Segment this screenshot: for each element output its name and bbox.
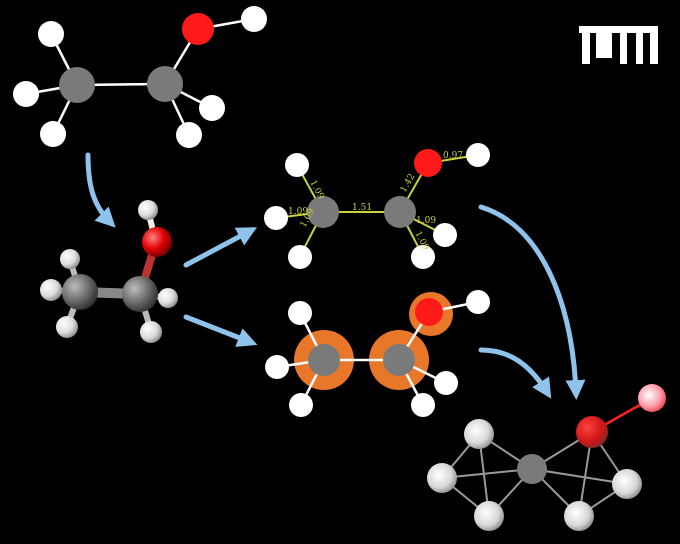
hydrogen-atom bbox=[411, 393, 435, 417]
hydrogen-atom bbox=[289, 393, 313, 417]
oxygen-atom bbox=[576, 416, 608, 448]
molecule-graph bbox=[427, 384, 666, 531]
bond-length-label: 1.51 bbox=[352, 203, 372, 213]
bond-length-labels: 1.09 1.09 1.09 1.51 1.42 0.97 1.09 1.09 bbox=[288, 151, 463, 252]
bond-length-label: 0.97 bbox=[443, 151, 463, 161]
carbon-atom bbox=[147, 66, 183, 102]
hydrogen-atom bbox=[56, 316, 78, 338]
hydrogen-atom bbox=[466, 143, 490, 167]
oxygen-atom bbox=[142, 227, 172, 257]
carbon-atom bbox=[383, 344, 415, 376]
hydrogen-atom bbox=[241, 6, 267, 32]
arrow-to-charges bbox=[183, 314, 258, 347]
carbon-atom bbox=[59, 67, 95, 103]
tum-logo-shape bbox=[579, 26, 658, 64]
hydrogen-atom bbox=[427, 463, 457, 493]
hydrogen-atom bbox=[60, 249, 80, 269]
hydrogen-atom bbox=[638, 384, 666, 412]
arrow-from-bond-lengths bbox=[478, 204, 586, 400]
hydrogen-atom bbox=[285, 153, 309, 177]
carbon-atom bbox=[307, 196, 339, 228]
hydrogen-atom bbox=[464, 419, 494, 449]
hydrogen-atom bbox=[13, 81, 39, 107]
carbon-atom bbox=[384, 196, 416, 228]
hydrogen-atom bbox=[199, 95, 225, 121]
oxygen-atom bbox=[415, 298, 443, 326]
hydrogen-atom bbox=[176, 122, 202, 148]
molecule-3d-ethanol bbox=[40, 200, 178, 343]
hydrogen-atom bbox=[411, 245, 435, 269]
hydrogen-atom bbox=[38, 21, 64, 47]
tum-logo-text: TUM bbox=[619, 49, 621, 51]
oxygen-atom bbox=[182, 13, 214, 45]
carbon-atom bbox=[308, 344, 340, 376]
hydrogen-atom bbox=[40, 279, 62, 301]
tum-logo: TUM bbox=[579, 26, 658, 64]
flow-arrows bbox=[85, 152, 586, 400]
hydrogen-atom bbox=[288, 245, 312, 269]
molecule-bond-lengths: 1.09 1.09 1.09 1.51 1.42 0.97 1.09 1.09 bbox=[264, 143, 490, 269]
hydrogen-atom bbox=[466, 290, 490, 314]
bond-length-label: 1.42 bbox=[399, 172, 418, 194]
hydrogen-atom bbox=[264, 206, 288, 230]
hydrogen-atom bbox=[474, 501, 504, 531]
hydrogen-atom bbox=[433, 223, 457, 247]
carbon-atom bbox=[517, 454, 547, 484]
hydrogen-atom bbox=[434, 371, 458, 395]
hydrogen-atom bbox=[265, 355, 289, 379]
bond-length-label: 1.09 bbox=[416, 216, 436, 226]
hydrogen-atom bbox=[140, 321, 162, 343]
hydrogen-atom bbox=[612, 469, 642, 499]
arrow-to-bond-lengths bbox=[183, 227, 258, 268]
molecule-flat-ethanol bbox=[13, 6, 267, 148]
hydrogen-atom bbox=[158, 288, 178, 308]
oxygen-atom bbox=[414, 149, 442, 177]
bond-length-label: 1.09 bbox=[288, 207, 308, 217]
arrow-from-charges bbox=[478, 347, 552, 399]
carbon-atom bbox=[62, 274, 98, 310]
hydrogen-atom bbox=[564, 501, 594, 531]
carbon-atom bbox=[122, 276, 158, 312]
hydrogen-atom bbox=[288, 301, 312, 325]
hydrogen-atom bbox=[138, 200, 158, 220]
hydrogen-atom bbox=[40, 121, 66, 147]
arrow-down-left bbox=[85, 152, 116, 228]
molecule-charges bbox=[265, 290, 490, 417]
